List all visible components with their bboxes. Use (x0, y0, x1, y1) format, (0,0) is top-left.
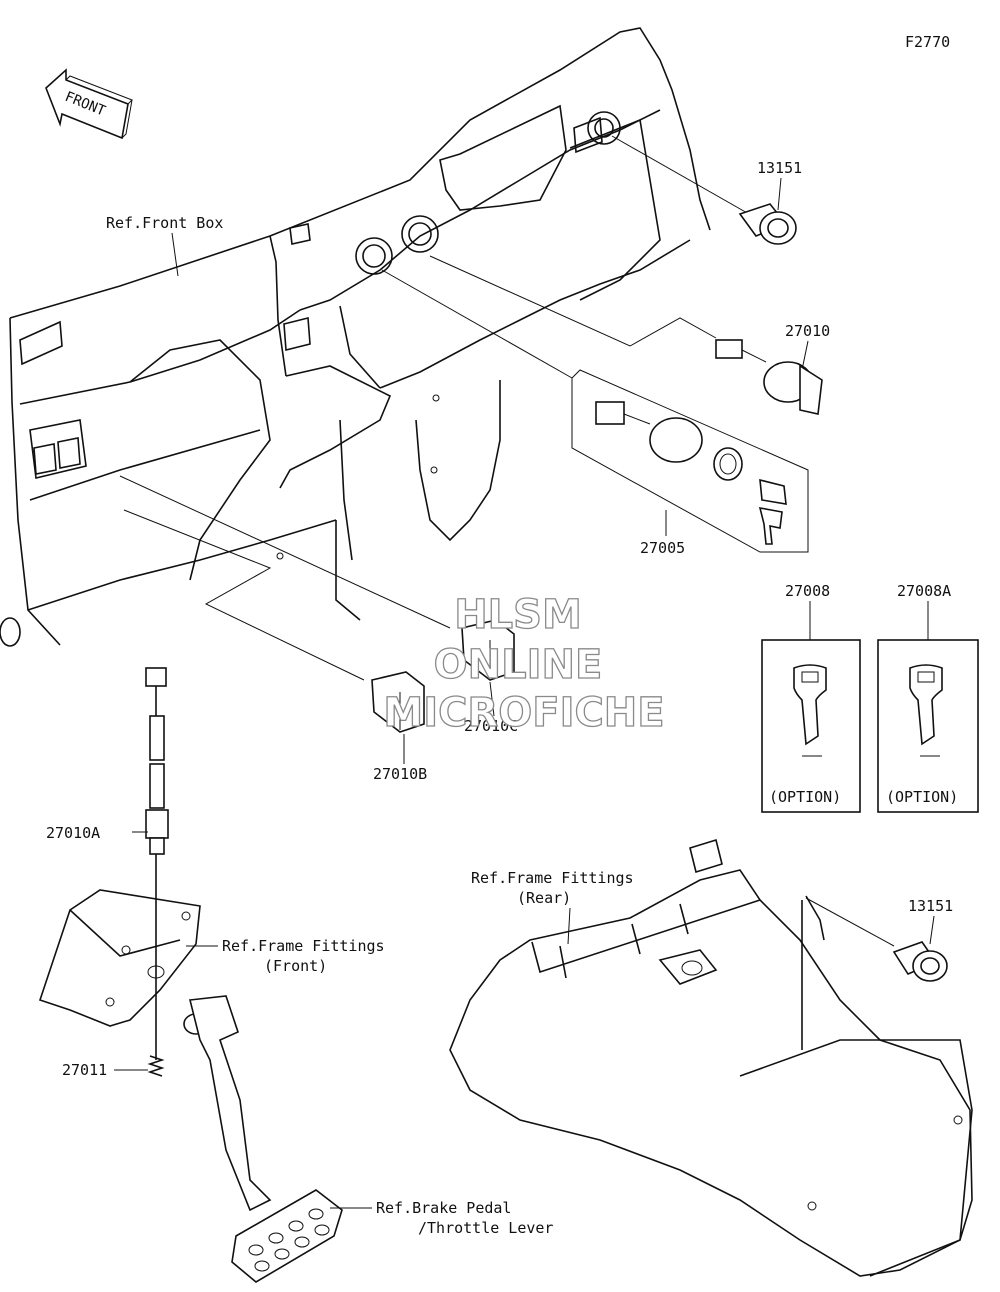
ref-frame-rear-label-2: (Rear) (517, 889, 571, 907)
callout-27008: 27008 (785, 582, 830, 600)
option-box-27008A (877, 639, 979, 813)
key-27008A-icon (909, 664, 943, 757)
callout-27010C: 27010C (464, 717, 518, 735)
callout-27010B: 27010B (373, 765, 427, 783)
kit-27005-leader-line (381, 269, 573, 379)
callout-13151-bottom-leader (929, 915, 935, 945)
callout-27010A: 27010A (46, 824, 100, 842)
dashboard-assembly (0, 27, 711, 647)
option-label-27008A: (OPTION) (886, 788, 958, 806)
ref-front-box-leader (171, 232, 179, 277)
switch-27010B-leader-line (123, 509, 365, 681)
socket-bottom-leader-line (805, 897, 895, 947)
callout-27010-leader (801, 340, 809, 371)
option-label-27008: (OPTION) (769, 788, 841, 806)
callout-13151-top: 13151 (757, 159, 802, 177)
callout-27010C-leader (489, 681, 495, 717)
brake-switch-27010A (145, 667, 169, 855)
ref-front-box-label: Ref.Front Box (106, 214, 223, 232)
callout-13151-bottom: 13151 (908, 897, 953, 915)
kit-27005-box (571, 369, 809, 553)
switch-27010-leader-line (429, 255, 717, 347)
rocker-switch-27010B (371, 671, 425, 733)
watermark-line-2: ONLINE (434, 642, 603, 688)
key-27008-icon (793, 664, 827, 757)
callout-27011: 27011 (62, 1061, 107, 1079)
ref-brake-pedal-label-2: /Throttle Lever (418, 1219, 553, 1237)
ref-frame-rear-leader (567, 907, 571, 945)
rocker-switch-27010C (461, 619, 515, 681)
power-socket-13151-top (738, 203, 797, 245)
callout-27005: 27005 (640, 539, 685, 557)
return-spring-27011 (147, 1055, 165, 1077)
socket-top-leader-line (611, 135, 757, 219)
watermark-line-1: HLSM (454, 592, 582, 638)
callout-13151-top-leader (777, 177, 782, 211)
ignition-kit-27005 (595, 401, 787, 545)
front-direction-arrow-icon: FRONT (45, 68, 133, 140)
frame-bracket-front (38, 889, 201, 1027)
rear-frame-body (449, 838, 973, 1277)
ref-brake-pedal-label-1: Ref.Brake Pedal (376, 1199, 511, 1217)
figure-id: F2770 (905, 33, 950, 51)
option-box-27008 (761, 639, 861, 813)
watermark-line-3: MICROFICHE (383, 690, 664, 736)
power-socket-13151-bottom (892, 941, 948, 982)
ref-frame-rear-label-1: Ref.Frame Fittings (471, 869, 634, 887)
callout-27010: 27010 (785, 322, 830, 340)
brake-pedal-assembly (183, 995, 343, 1283)
ref-frame-front-label-1: Ref.Frame Fittings (222, 937, 385, 955)
callout-27008A: 27008A (897, 582, 951, 600)
ref-frame-front-label-2: (Front) (264, 957, 327, 975)
ignition-switch-27010 (715, 339, 823, 415)
switch-27010C-leader-line (119, 475, 451, 629)
